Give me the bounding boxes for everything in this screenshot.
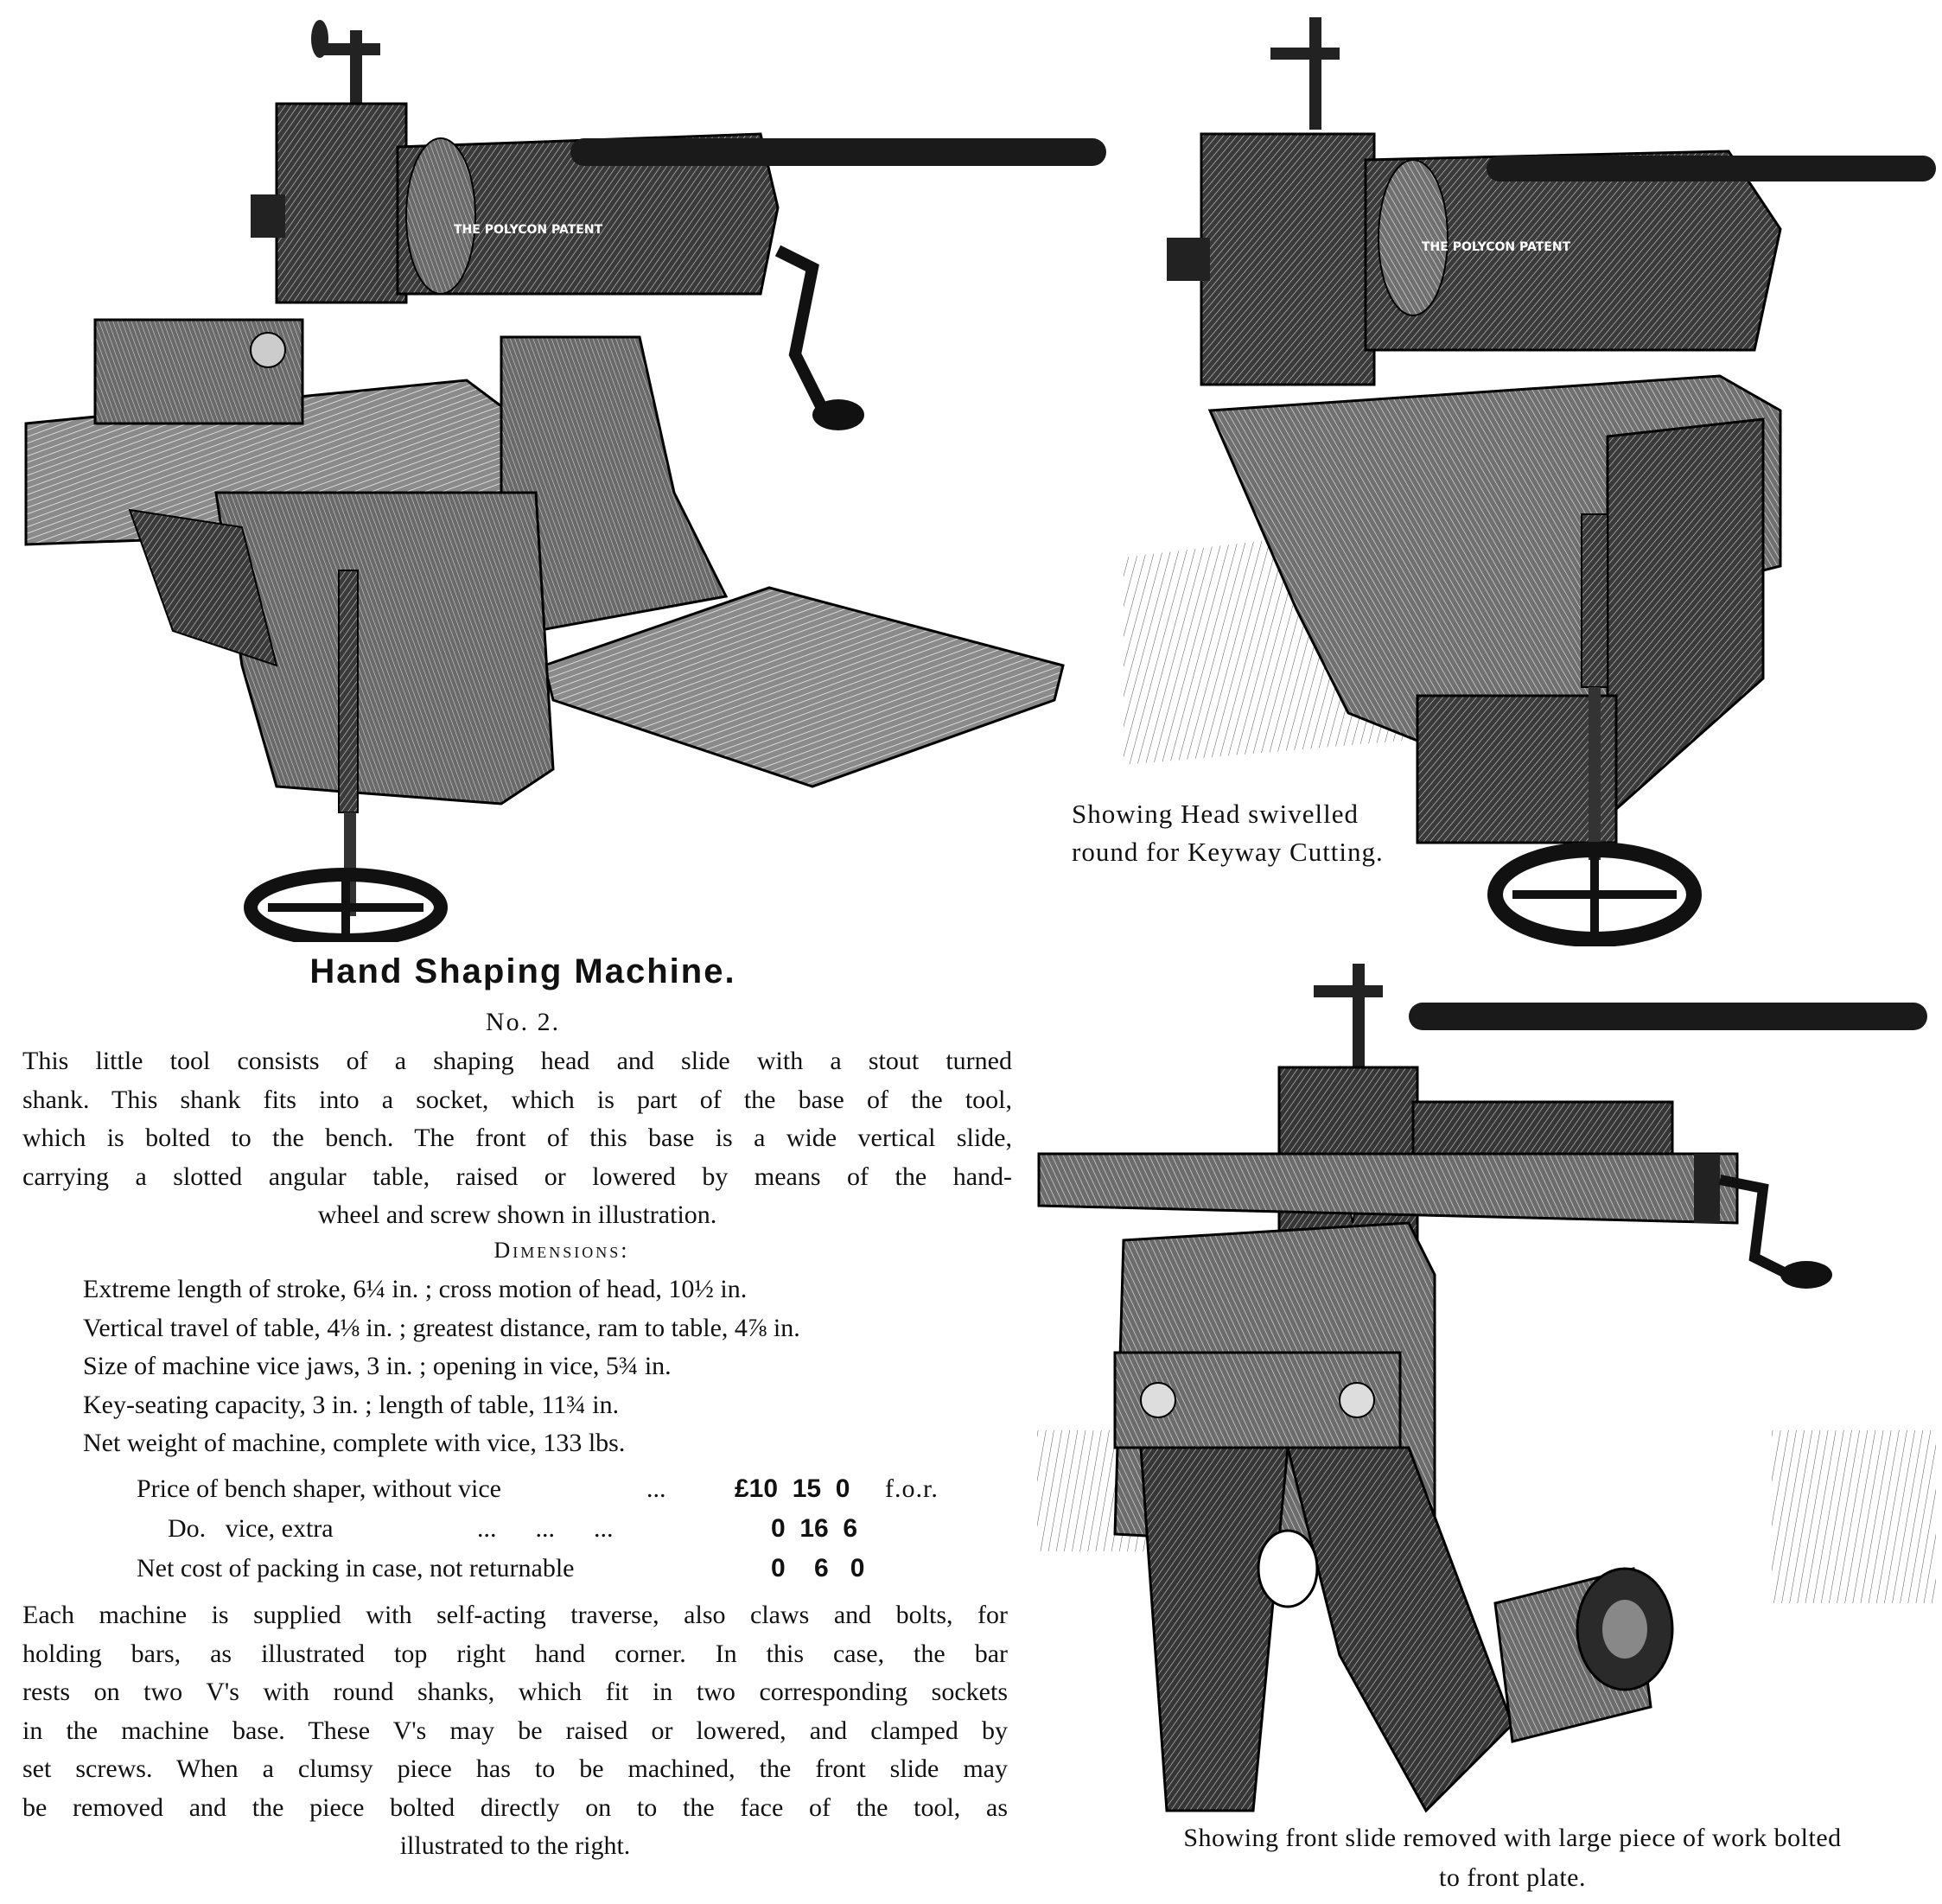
price-dots: ... ... ... [477, 1514, 614, 1543]
price-value: 0 6 0 [771, 1554, 865, 1582]
paragraph-line: holding bars, as illustrated top right h… [22, 1639, 1008, 1668]
caption-swivelled: Showing Head swivelled round for Keyway … [1072, 795, 1384, 871]
price-note: f.o.r. [885, 1474, 939, 1503]
paragraph-line: set screws. When a clumsy piece has to b… [22, 1754, 1008, 1783]
dimension-line: Vertical travel of table, 4⅛ in. ; great… [83, 1313, 800, 1342]
machine-illustration-main: THE POLYCON PATENT [17, 9, 1106, 942]
paragraph-line: shank. This shank fits into a socket, wh… [22, 1085, 1012, 1114]
caption-front-slide: Showing front slide removed with large p… [1080, 1818, 1942, 1898]
paragraph-line: This little tool consists of a shaping h… [22, 1047, 1012, 1075]
page-title: Hand Shaping Machine. [309, 952, 736, 990]
paragraph-line: which is bolted to the bench. The front … [22, 1124, 1012, 1152]
price-value: £10 15 0 [735, 1474, 850, 1503]
polycon-plate-text: THE POLYCON PATENT [454, 223, 603, 237]
caption-line: to front plate. [1439, 1863, 1586, 1892]
price-value: 0 16 6 [771, 1514, 858, 1543]
closing-paragraph: Each machine is supplied with self-actin… [22, 1596, 1008, 1866]
dimension-line: Key-seating capacity, 3 in. ; length of … [83, 1390, 620, 1419]
paragraph-line: carrying a slotted angular table, raised… [22, 1162, 1012, 1191]
paragraph-line: Each machine is supplied with self-actin… [22, 1601, 1008, 1629]
price-label: Do. vice, extra [168, 1514, 334, 1543]
intro-paragraph: This little tool consists of a shaping h… [22, 1042, 1012, 1235]
page-subtitle: No. 2. [485, 1008, 561, 1036]
paragraph-line: in the machine base. These V's may be ra… [22, 1716, 1008, 1745]
caption-line: Showing Head swivelled [1072, 799, 1359, 829]
paragraph-line: illustrated to the right. [399, 1831, 631, 1860]
caption-line: Showing front slide removed with large p… [1183, 1824, 1842, 1852]
paragraph-line: wheel and screw shown in illustration. [317, 1200, 717, 1229]
paragraph-line: be removed and the piece bolted directly… [22, 1793, 1008, 1822]
price-dots: ... [646, 1474, 666, 1503]
machine-illustration-front-slide-removed [1028, 946, 1942, 1815]
polycon-plate-text-2: THE POLYCON PATENT [1422, 240, 1571, 254]
price-label: Net cost of packing in case, not returna… [137, 1554, 575, 1582]
dimension-line: Size of machine vice jaws, 3 in. ; openi… [83, 1352, 672, 1380]
dimensions-heading: Dimensions: [493, 1238, 630, 1263]
dimension-line: Extreme length of stroke, 6¼ in. ; cross… [83, 1275, 748, 1303]
price-label: Price of bench shaper, without vice [137, 1474, 501, 1503]
dimensions-list: Extreme length of stroke, 6¼ in. ; cross… [83, 1270, 800, 1463]
paragraph-line: rests on two V's with round shanks, whic… [22, 1678, 1008, 1706]
machine-illustration-swivelled: THE POLYCON PATENT [1124, 4, 1942, 946]
caption-line: round for Keyway Cutting. [1072, 837, 1384, 867]
dimension-line: Net weight of machine, complete with vic… [83, 1429, 626, 1457]
